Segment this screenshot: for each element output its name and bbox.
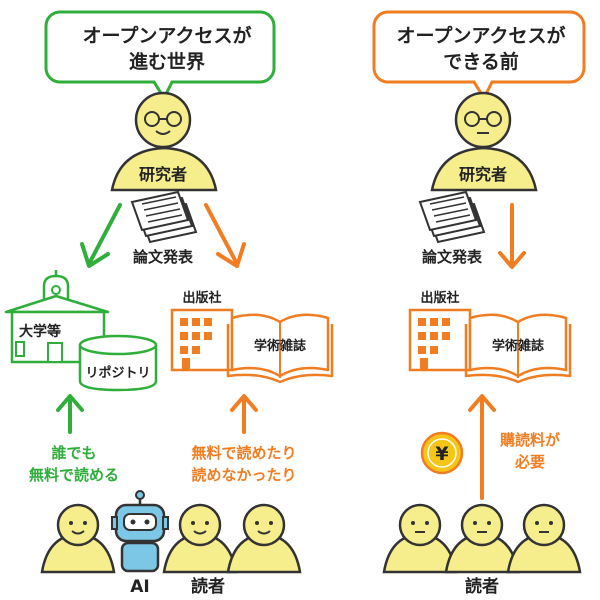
orange-arrow-to-publisher bbox=[204, 203, 246, 268]
right-bubble-line2: できる前 bbox=[443, 50, 519, 73]
right-orange-up-arrow bbox=[468, 394, 496, 500]
left-bubble-line2: 進む世界 bbox=[129, 51, 205, 73]
left-researcher: 研究者 bbox=[110, 91, 218, 192]
reader-person-2 bbox=[162, 503, 238, 574]
left-publisher-building-icon: 出版社 bbox=[170, 290, 234, 372]
university-label: 大学等 bbox=[19, 323, 61, 340]
right-reader-person-2 bbox=[444, 503, 520, 574]
left-paper-label: 論文発表 bbox=[133, 248, 194, 266]
orange-note-line1: 無料で読めたり bbox=[191, 444, 296, 462]
repository-label: リポジトリ bbox=[85, 365, 150, 381]
fee-note-line1: 購読料が bbox=[499, 431, 561, 449]
green-arrow-to-university bbox=[80, 203, 122, 268]
left-bubble-line1: オープンアクセスが bbox=[83, 24, 252, 47]
left-journal-book-icon: 学術雑誌 bbox=[226, 313, 334, 384]
left-panel: オープンアクセスが 進む世界 研究者 論文発表 bbox=[4, 10, 334, 597]
reader-person-3 bbox=[226, 503, 302, 574]
left-papers-icon bbox=[130, 190, 198, 244]
right-publisher-building-icon: 出版社 bbox=[408, 290, 472, 372]
ai-label: AI bbox=[130, 577, 149, 597]
reader-person-1 bbox=[40, 503, 116, 574]
fee-note-line2: 必要 bbox=[514, 453, 545, 471]
green-up-arrow bbox=[56, 394, 84, 434]
green-note-line1: 誰でも bbox=[51, 444, 96, 462]
orange-note-line2: 読めなかったり bbox=[191, 466, 296, 484]
right-reader-person-1 bbox=[382, 503, 458, 574]
robot-ai-icon bbox=[111, 490, 169, 573]
yen-symbol: ¥ bbox=[435, 443, 448, 465]
right-researcher-label: 研究者 bbox=[459, 165, 507, 184]
right-bubble-line1: オープンアクセスが bbox=[397, 24, 566, 47]
left-researcher-label: 研究者 bbox=[139, 165, 187, 184]
right-readers-label: 読者 bbox=[465, 576, 499, 597]
left-readers-label: 読者 bbox=[191, 576, 225, 597]
left-journal-label: 学術雑誌 bbox=[254, 338, 306, 354]
orange-up-arrow bbox=[230, 394, 258, 434]
right-orange-down-arrow bbox=[498, 203, 526, 269]
repository-database-icon: リポジトリ bbox=[78, 334, 158, 392]
right-panel: オープンアクセスが できる前 研究者 論文発表 出版社 bbox=[372, 10, 586, 597]
right-papers-icon bbox=[418, 190, 486, 244]
yen-coin-icon: ¥ bbox=[420, 431, 464, 475]
right-journal-book-icon: 学術雑誌 bbox=[464, 313, 572, 384]
right-paper-label: 論文発表 bbox=[422, 248, 483, 266]
green-note-line2: 無料で読める bbox=[29, 466, 119, 484]
right-researcher: 研究者 bbox=[430, 91, 538, 192]
left-publisher-label: 出版社 bbox=[182, 290, 221, 306]
right-journal-label: 学術雑誌 bbox=[492, 338, 544, 354]
right-speech-bubble: オープンアクセスが できる前 bbox=[372, 10, 586, 102]
right-reader-person-3 bbox=[506, 503, 582, 574]
right-publisher-label: 出版社 bbox=[420, 290, 459, 306]
left-speech-bubble: オープンアクセスが 進む世界 bbox=[44, 10, 276, 102]
